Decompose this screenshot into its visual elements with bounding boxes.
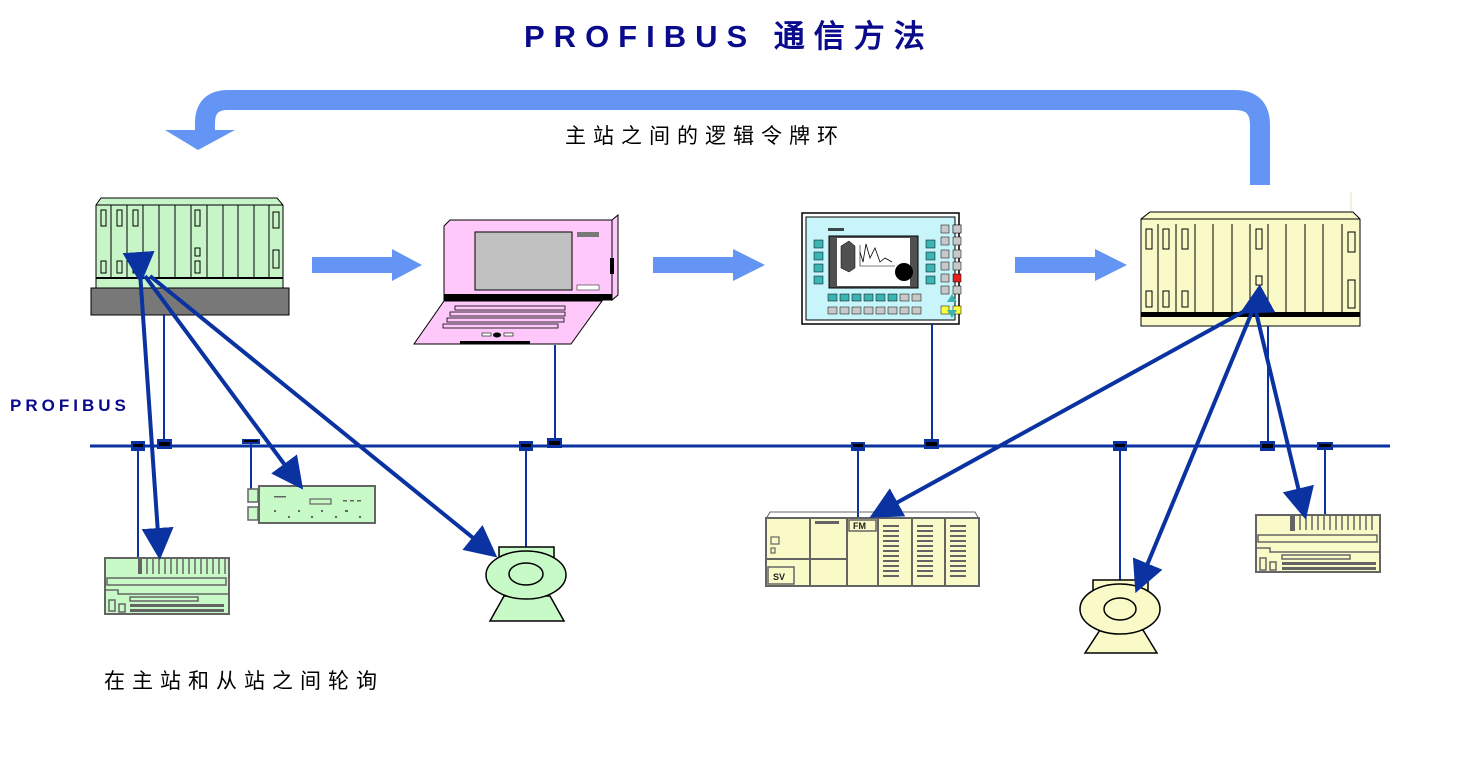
diagram-title: PROFIBUS 通信方法 — [524, 19, 934, 54]
panel-left-softkeys — [813, 239, 936, 285]
poll-arrow-m1-s3 — [148, 274, 498, 558]
token-ring-arrow — [165, 90, 1270, 185]
sv-module-label: SV — [773, 572, 785, 582]
slave-compact-io-yellow[interactable] — [1255, 514, 1381, 573]
master-plc-yellow[interactable] — [1140, 192, 1361, 327]
polling-label: 在主站和从站之间轮询 — [104, 669, 384, 693]
poll-arrow-m4-s4 — [869, 284, 1276, 518]
slave-drive-motor-yellow[interactable] — [1079, 579, 1161, 654]
poll-arrow-m1-s1 — [122, 250, 174, 560]
master-plc-green[interactable] — [90, 197, 290, 316]
token-pass-arrow-2 — [653, 249, 765, 281]
slave-compact-io-green[interactable] — [104, 557, 230, 615]
slave-s7-station[interactable]: FM SV — [765, 511, 980, 587]
bus-label: PROFIBUS — [10, 396, 130, 415]
slave-drive-motor-green[interactable] — [485, 546, 567, 622]
token-pass-arrow-1 — [312, 249, 422, 281]
poll-arrow-m4-s6 — [1254, 311, 1314, 520]
poll-arrow-m4-s5 — [1132, 311, 1254, 594]
polling-arrows — [122, 250, 1314, 594]
poll-arrow-m1-s2 — [143, 274, 304, 490]
fm-module-label: FM — [853, 521, 866, 531]
master-operator-panel[interactable] — [801, 212, 962, 325]
token-ring-label: 主站之间的逻辑令牌环 — [565, 124, 845, 148]
token-pass-arrow-3 — [1015, 249, 1127, 281]
slave-io-module-green[interactable] — [247, 485, 376, 524]
master-programming-device[interactable] — [413, 213, 619, 345]
